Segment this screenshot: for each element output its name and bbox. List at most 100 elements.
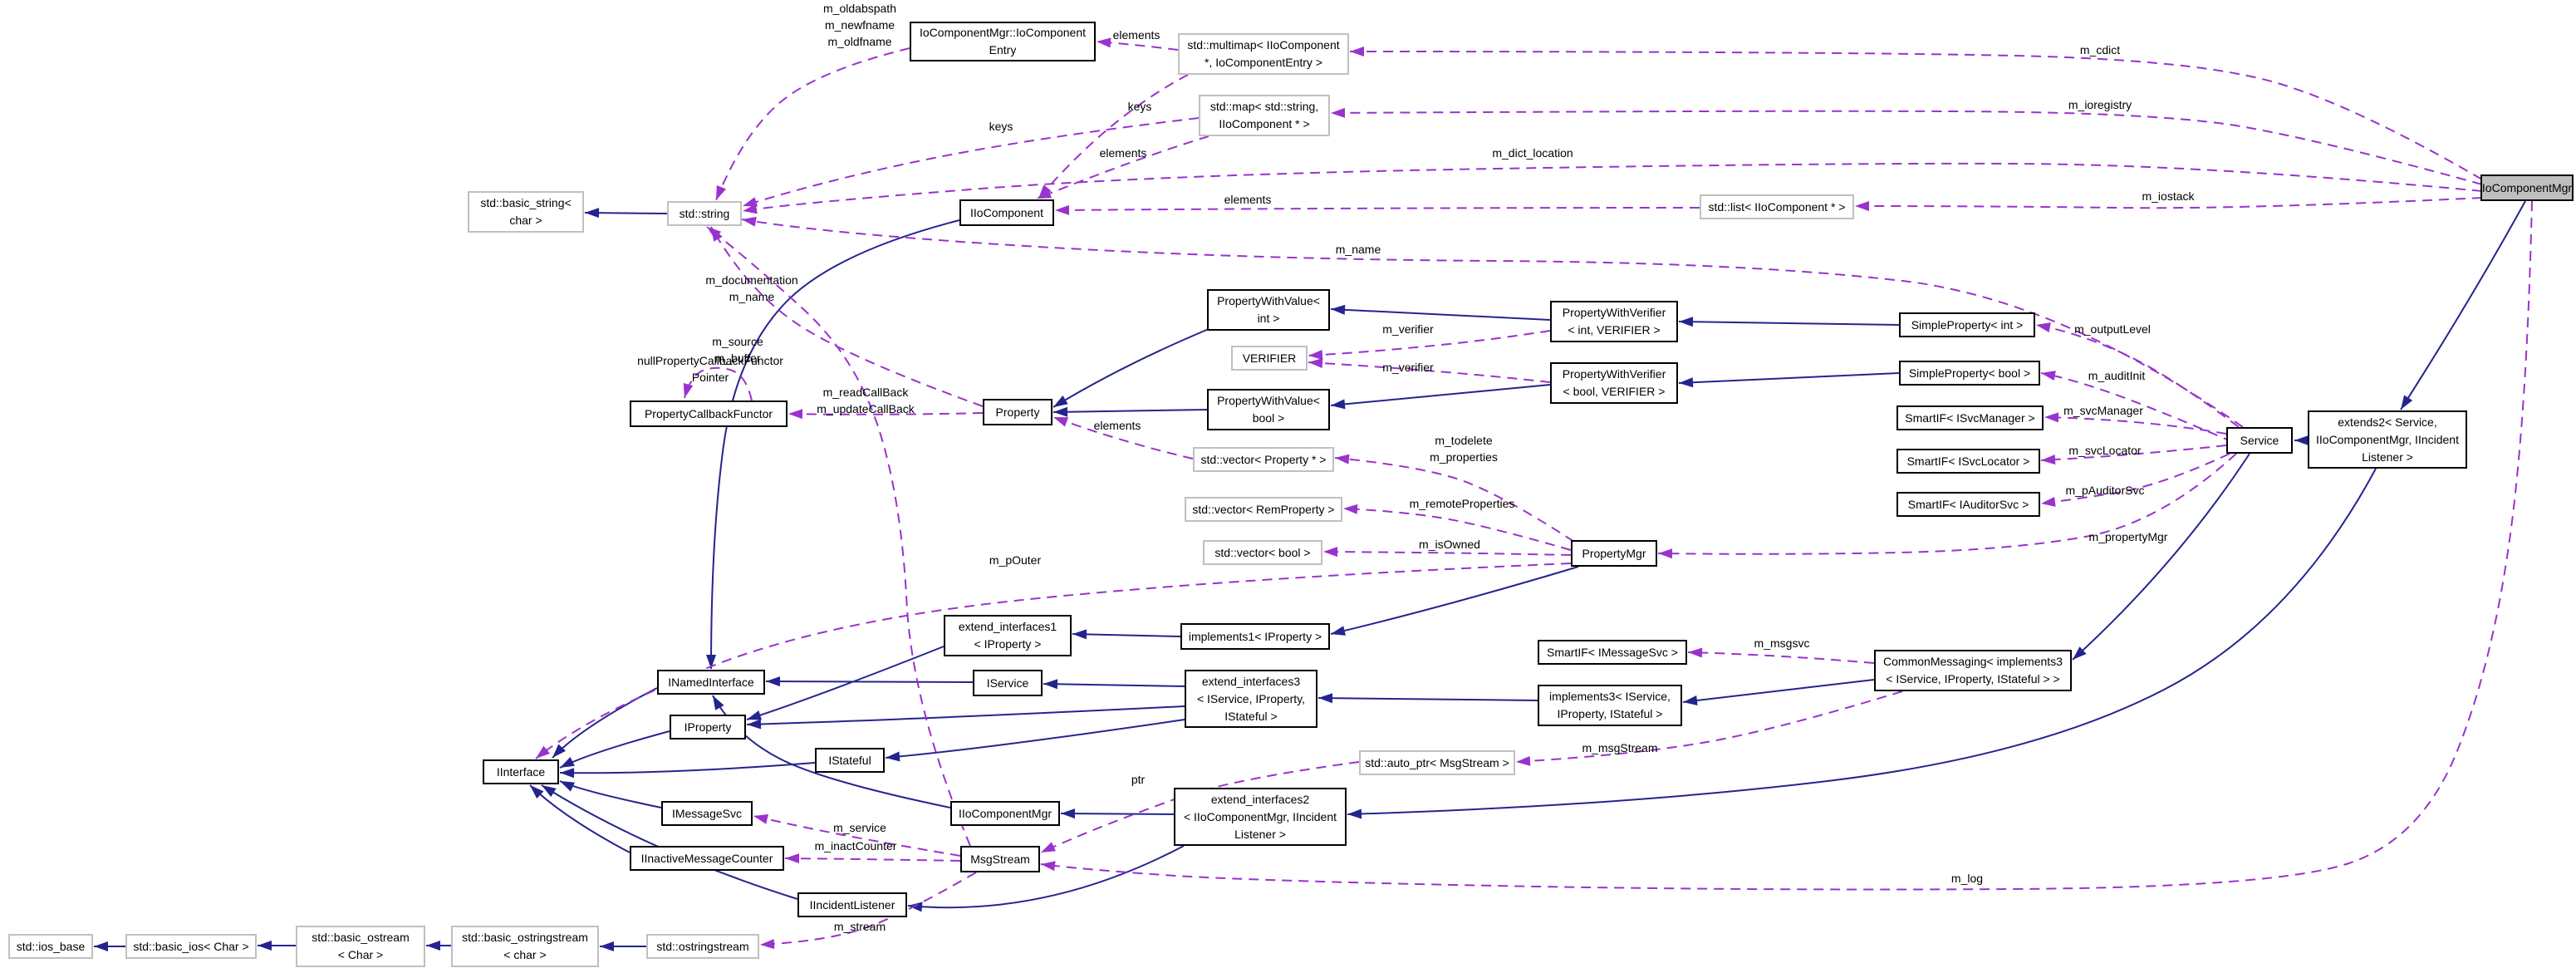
inheritance-edge-common_messaging-to-impl3 (1682, 679, 1875, 703)
node-ext_if2[interactable]: extend_interfaces2 < IIoComponentMgr, II… (1174, 788, 1347, 846)
arrowhead-icon (1350, 47, 1364, 57)
usage-edge-property_mgr-to-vec_prop (1334, 457, 1575, 543)
usage-edge-msgstream-to-imessagesvc (753, 815, 961, 857)
node-vec_prop: std::vector< Property * > (1193, 447, 1334, 472)
inheritance-edge-imessagesvc-to-iinterface (559, 780, 662, 808)
node-pwv_bool[interactable]: PropertyWithValue< bool > (1207, 389, 1330, 430)
arrowhead-icon (1658, 548, 1673, 559)
inheritance-edge-ext_if3-to-iproperty (746, 705, 1185, 725)
node-istateful[interactable]: IStateful (815, 748, 885, 773)
usage-edge-service-to-smartif_svcloc (2040, 445, 2227, 461)
inheritance-edge-iservice-to-inamed (765, 681, 974, 683)
arrowhead-icon (258, 941, 272, 951)
arrowhead-icon (1331, 399, 1346, 410)
arrowhead-icon (1855, 201, 1869, 211)
node-imessagesvc[interactable]: IMessageSvc (661, 801, 753, 826)
arrowhead-icon (743, 197, 758, 207)
node-impl1[interactable]: implements1< IProperty > (1180, 623, 1330, 650)
arrowhead-icon (886, 751, 900, 762)
inheritance-edge-istateful-to-iinterface (559, 762, 816, 774)
inheritance-edge-impl1-to-ext_if1 (1072, 633, 1181, 637)
arrowhead-icon (2041, 455, 2056, 465)
arrowhead-icon (2073, 646, 2087, 660)
inheritance-edge-ext_if3-to-istateful (885, 719, 1185, 759)
node-std_multimap: std::multimap< IIoComponent *, IoCompone… (1178, 33, 1349, 75)
node-ostringstream: std::ostringstream (646, 934, 759, 959)
node-iincident_listener[interactable]: IIncidentListener (797, 892, 907, 917)
node-pcf[interactable]: PropertyCallbackFunctor (630, 400, 788, 427)
arrowhead-icon (1683, 695, 1698, 705)
usage-edge-service-to-smartif_auditor (2040, 453, 2230, 504)
node-property[interactable]: Property (983, 399, 1052, 425)
node-std_map: std::map< std::string, IIoComponent * > (1199, 95, 1330, 136)
node-pwv_int[interactable]: PropertyWithValue< int > (1207, 289, 1330, 331)
usage-edge-std_list-to-iio_component (1054, 207, 1700, 211)
node-simple_int[interactable]: SimpleProperty< int > (1899, 312, 2035, 337)
node-common_messaging[interactable]: CommonMessaging< implements3 < IService,… (1874, 650, 2072, 691)
usage-edge-service-to-property_mgr (1657, 453, 2237, 555)
node-inamed[interactable]: INamedInterface (657, 670, 765, 695)
node-service[interactable]: Service (2226, 427, 2293, 454)
arrowhead-icon (1688, 647, 1703, 658)
node-auto_ptr: std::auto_ptr< MsgStream > (1359, 750, 1515, 775)
arrowhead-icon (552, 744, 567, 758)
node-inactive_counter[interactable]: IInactiveMessageCounter (630, 846, 784, 871)
usage-edge-io_component_mgr-to-msgstream (1040, 200, 2533, 891)
arrowhead-icon (706, 655, 716, 669)
usage-edge-msgstream-to-std_string (706, 226, 971, 847)
inheritance-edge-pwverif_bool-to-pwv_bool (1330, 384, 1551, 406)
arrowhead-icon (1053, 417, 1069, 427)
arrowhead-icon (426, 941, 440, 951)
arrowhead-icon (94, 941, 108, 951)
node-iinterface[interactable]: IInterface (483, 759, 559, 784)
node-ext_if1[interactable]: extend_interfaces1 < IProperty > (944, 615, 1072, 656)
node-pwverif_int[interactable]: PropertyWithVerifier < int, VERIFIER > (1550, 301, 1678, 342)
node-std_list: std::list< IIoComponent * > (1700, 194, 1854, 219)
arrowhead-icon (536, 745, 550, 759)
node-extends2[interactable]: extends2< Service, IIoComponentMgr, IInc… (2308, 410, 2467, 469)
arrowhead-icon (742, 216, 757, 227)
node-iservice[interactable]: IService (973, 670, 1043, 696)
arrowhead-icon (747, 710, 763, 720)
inheritance-edge-pwverif_int-to-pwv_int (1330, 308, 1551, 321)
node-impl3[interactable]: implements3< IService, IProperty, IState… (1538, 685, 1682, 726)
inheritance-edge-pwv_int-to-property (1052, 328, 1209, 408)
arrowhead-icon (1053, 396, 1068, 407)
arrowhead-icon (1331, 304, 1346, 315)
arrowhead-icon (1097, 37, 1111, 48)
node-smartif_svcmgr[interactable]: SmartIF< ISvcManager > (1896, 405, 2044, 430)
arrowhead-icon (1043, 679, 1058, 690)
node-smartif_svcloc[interactable]: SmartIF< ISvcLocator > (1896, 449, 2040, 474)
usage-edge-property_mgr-to-iinterface (535, 563, 1572, 759)
arrowhead-icon (1679, 377, 1694, 388)
node-property_mgr[interactable]: PropertyMgr (1571, 540, 1657, 567)
usage-edge-io_component_mgr-to-std_map (1330, 110, 2483, 185)
node-ext_if3[interactable]: extend_interfaces3 < IService, IProperty… (1185, 670, 1317, 728)
usage-edge-io_component_mgr-to-std_string (742, 162, 2483, 212)
arrowhead-icon (1308, 349, 1323, 360)
usage-edge-property-to-pcf (788, 412, 984, 415)
inheritance-edge-impl3-to-ext_if3 (1317, 697, 1538, 701)
arrowhead-icon (713, 695, 724, 710)
usage-edge-service-to-simple_bool (2040, 372, 2234, 443)
node-iio_component[interactable]: IIoComponent (959, 199, 1054, 226)
arrowhead-icon (2041, 371, 2056, 381)
node-basic_ostringstream: std::basic_ostringstream < char > (451, 926, 599, 967)
node-smartif_msgsvc[interactable]: SmartIF< IMessageSvc > (1538, 640, 1687, 665)
node-smartif_auditor[interactable]: SmartIF< IAuditorSvc > (1896, 492, 2040, 517)
node-pwverif_bool[interactable]: PropertyWithVerifier < bool, VERIFIER > (1550, 362, 1678, 404)
node-simple_bool[interactable]: SimpleProperty< bool > (1899, 361, 2040, 386)
arrowhead-icon (760, 939, 775, 950)
arrowhead-icon (2401, 395, 2413, 410)
arrowhead-icon (2036, 322, 2051, 332)
arrowhead-icon (1308, 358, 1323, 369)
node-iio_component_mgr_if[interactable]: IIoComponentMgr (950, 801, 1060, 826)
node-basic_ios: std::basic_ios< Char > (125, 934, 257, 959)
node-io_entry[interactable]: IoComponentMgr::IoComponent Entry (910, 22, 1096, 61)
node-iproperty[interactable]: IProperty (670, 715, 746, 740)
node-msgstream[interactable]: MsgStream (960, 846, 1040, 872)
usage-edge-property-to-std_string (710, 226, 984, 407)
node-vec_rem: std::vector< RemProperty > (1185, 497, 1342, 522)
